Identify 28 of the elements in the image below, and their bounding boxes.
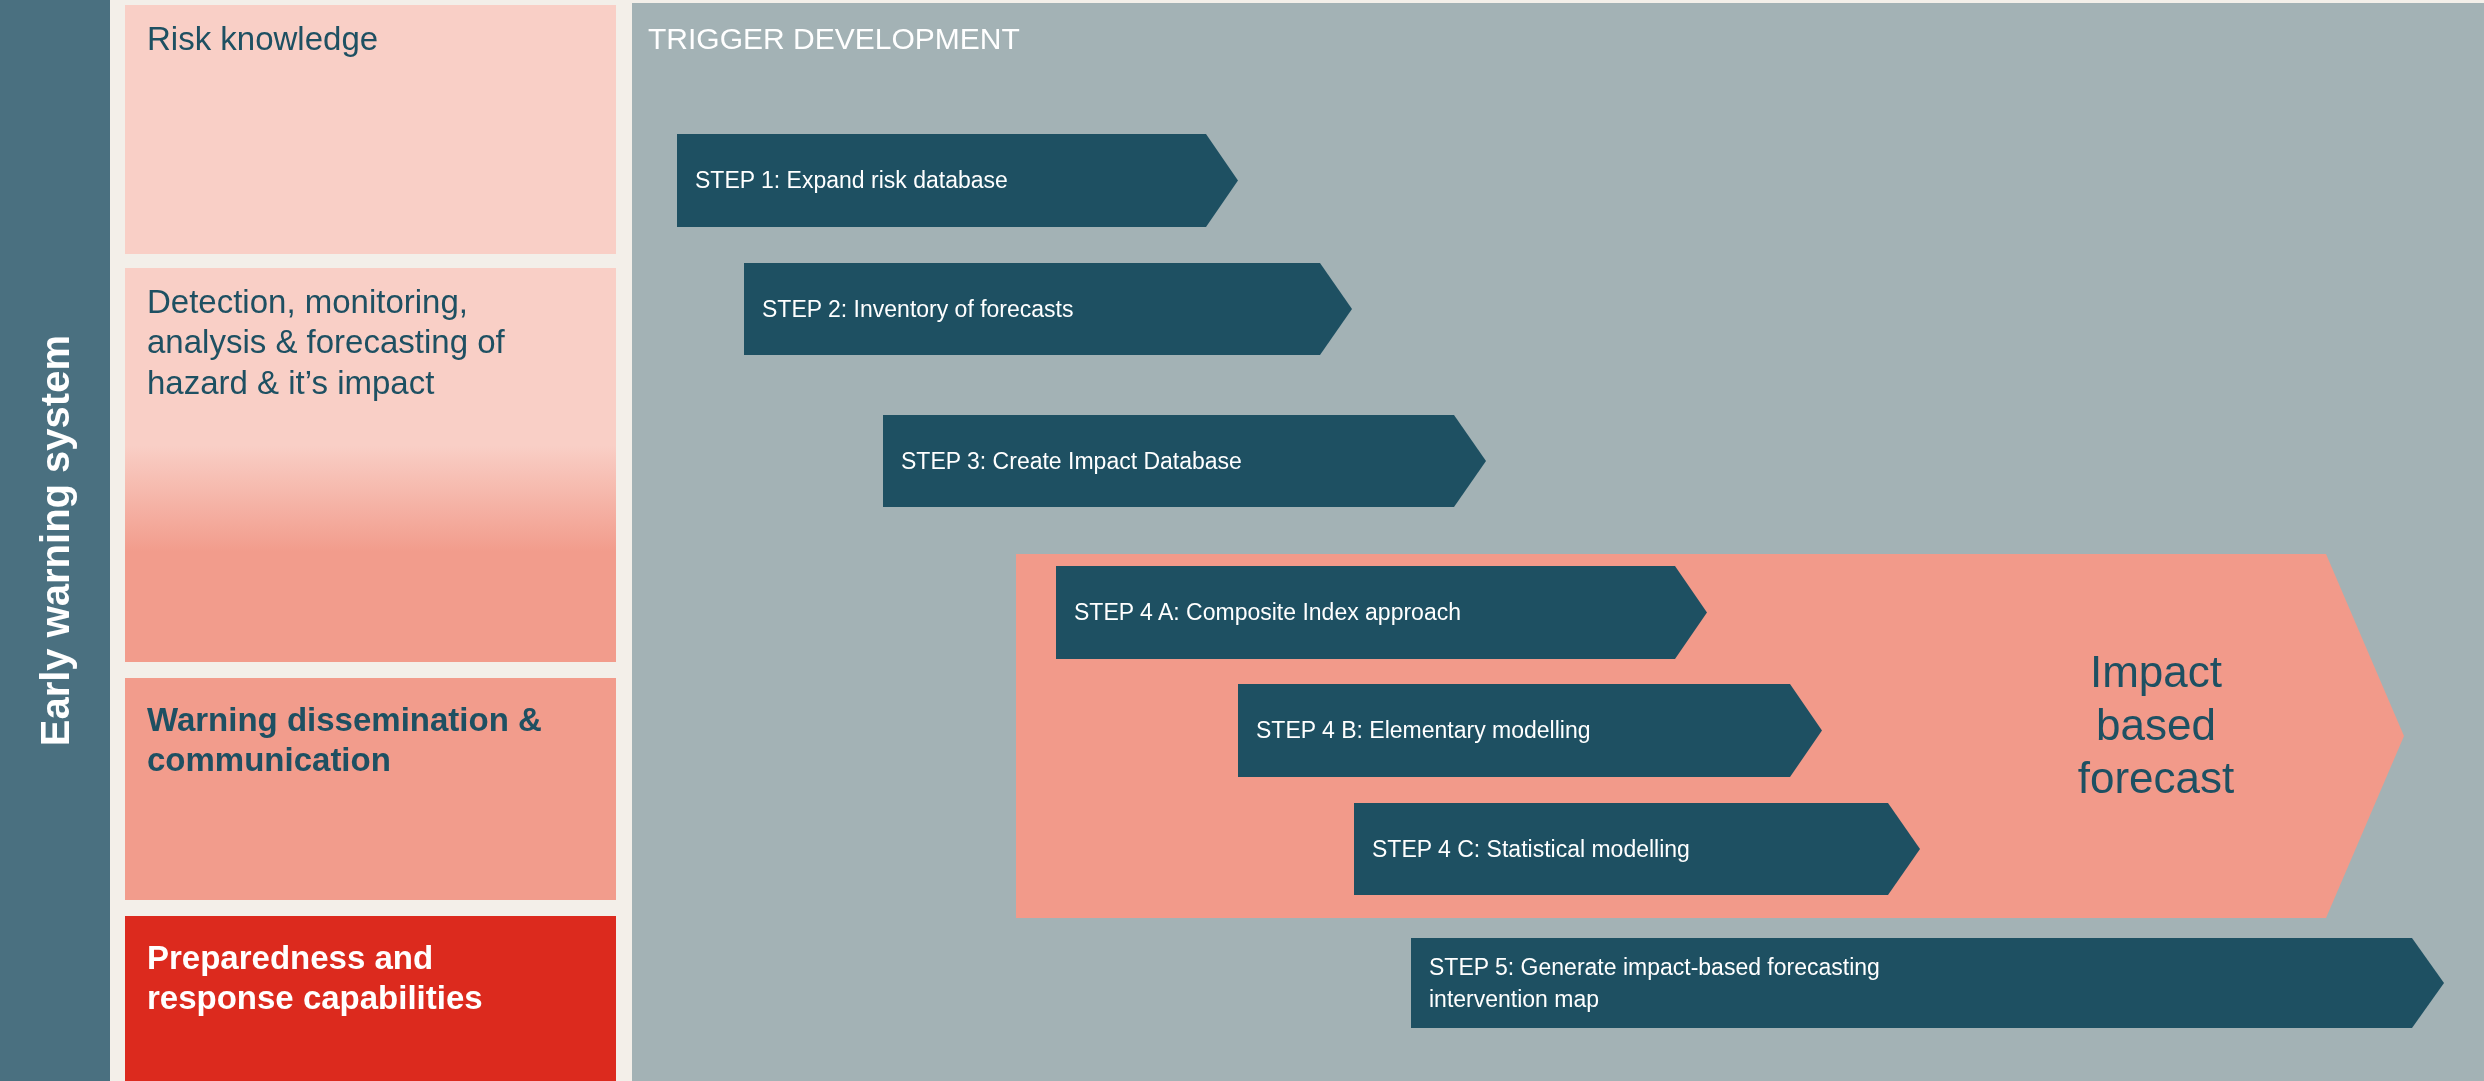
pillar-box xyxy=(125,268,616,662)
step-label: STEP 2: Inventory of forecasts xyxy=(762,294,1074,324)
pointed-banner xyxy=(1016,554,2404,918)
step-banner xyxy=(1411,938,2444,1028)
step-banner xyxy=(1056,566,1707,659)
pillar-title: Risk knowledge xyxy=(147,19,380,59)
panel-title: TRIGGER DEVELOPMENT xyxy=(648,21,1021,57)
step-label: STEP 5: Generate impact-based forecasting intervention map xyxy=(1429,952,1881,1014)
step-banner xyxy=(883,415,1486,507)
banner-label: Impact based forecast xyxy=(2076,646,2236,804)
pillar-box xyxy=(125,5,616,254)
pillar-title: Warning dissemination & communication xyxy=(147,700,543,781)
pillar-title: Preparedness and response capabilities xyxy=(147,938,484,1019)
pillar-box xyxy=(125,916,616,1081)
step-label: STEP 4 B: Elementary modelling xyxy=(1256,716,1591,746)
side-band xyxy=(0,0,110,1081)
trigger-panel xyxy=(632,3,2484,1081)
step-banner xyxy=(677,134,1238,227)
step-label: STEP 1: Expand risk database xyxy=(695,166,1008,196)
step-banner xyxy=(1354,803,1920,895)
step-label: STEP 3: Create Impact Database xyxy=(901,446,1242,476)
step-label: STEP 4 C: Statistical modelling xyxy=(1372,834,1690,864)
step-banner xyxy=(1238,684,1822,777)
pillar-box xyxy=(125,678,616,900)
pillar-title: Detection, monitoring, analysis & forecasting of hazard & it’s impact xyxy=(147,282,506,403)
step-label: STEP 4 A: Composite Index approach xyxy=(1074,598,1461,628)
band-title: Early warning system xyxy=(31,334,78,747)
step-banner xyxy=(744,263,1352,355)
